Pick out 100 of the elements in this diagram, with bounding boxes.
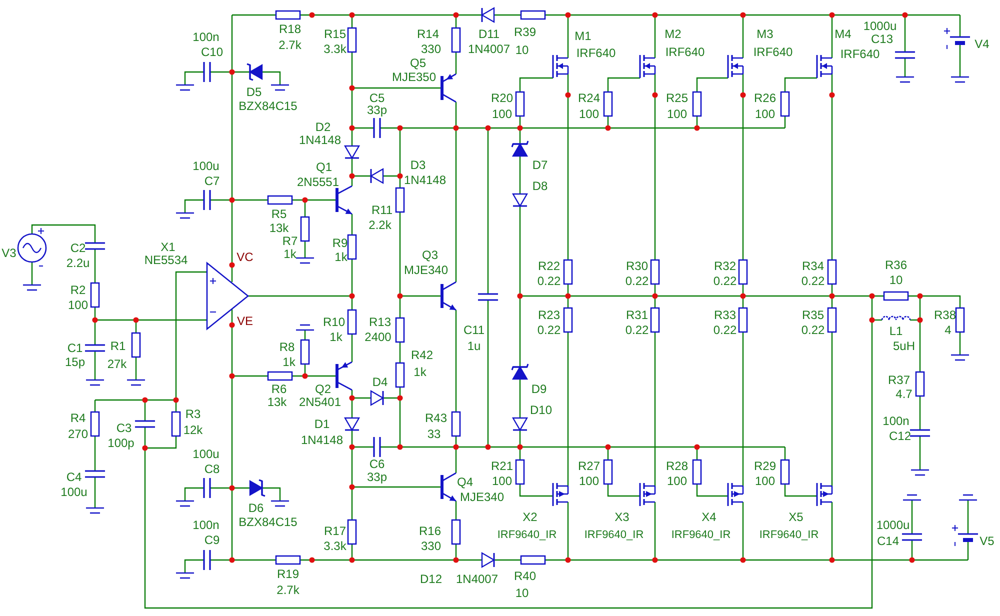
component-value: BZX84C15	[238, 516, 298, 528]
component-value: 0.22	[625, 275, 649, 287]
component-value: 0.22	[801, 324, 825, 336]
component-value: 1u	[467, 340, 481, 352]
component-value: 2N5401	[298, 396, 342, 408]
component-designator: R26	[754, 92, 776, 104]
component-value: 100	[492, 475, 512, 487]
component-designator: R2	[70, 284, 86, 296]
component-designator: V5	[980, 535, 994, 547]
component-value: 33p	[366, 104, 388, 116]
component-value: 15p	[64, 356, 86, 368]
component-designator: R32	[714, 260, 736, 272]
component-value: 0.22	[713, 324, 737, 336]
component-value: MJE350	[392, 71, 436, 83]
component-designator: C8	[204, 463, 220, 475]
component-value: 0.22	[537, 275, 561, 287]
component-designator: M4	[834, 28, 852, 40]
component-designator: R17	[324, 525, 346, 537]
component-designator: C13	[871, 33, 893, 45]
component-value: 2.2u	[66, 257, 90, 269]
component-designator: C5	[369, 92, 385, 104]
component-value: IRF9640_IR	[497, 529, 557, 541]
component-value: 33p	[366, 471, 388, 483]
component-designator: D4	[372, 376, 388, 388]
component-designator: Q1	[316, 161, 332, 173]
component-designator: R29	[754, 460, 776, 472]
component-value: 1N4148	[298, 134, 342, 146]
component-designator: R22	[538, 260, 560, 272]
component-value: 100n	[192, 519, 220, 531]
component-value: 270	[68, 428, 88, 440]
component-designator: D7	[532, 159, 548, 171]
component-value: 1000u	[863, 20, 897, 32]
component-designator: R10	[323, 316, 345, 328]
component-designator: C4	[66, 471, 82, 483]
component-designator: D11	[478, 28, 500, 40]
component-designator: V4	[974, 38, 990, 50]
component-value: 1k	[334, 251, 348, 263]
component-value: 100	[492, 108, 512, 120]
component-designator: R5	[271, 208, 287, 220]
component-designator: C7	[204, 175, 220, 187]
component-value: IRF9640_IR	[759, 529, 819, 541]
component-designator: R30	[626, 260, 648, 272]
component-designator: R39	[514, 26, 536, 38]
component-value: IRF640	[665, 46, 705, 58]
component-designator: C1	[67, 342, 83, 354]
component-value: 2.2k	[368, 219, 392, 231]
component-designator: M2	[664, 28, 682, 40]
component-value: 2.7k	[276, 584, 300, 596]
component-value: 1k	[330, 331, 342, 343]
component-value: 1k	[284, 248, 296, 260]
component-value: 100	[578, 475, 600, 487]
component-designator: R9	[332, 237, 348, 249]
component-value: 3.3k	[324, 43, 346, 55]
component-designator: R27	[578, 460, 600, 472]
component-designator: R24	[578, 92, 600, 104]
component-designator: D6	[248, 502, 264, 514]
component-designator: R28	[666, 460, 688, 472]
component-designator: C3	[116, 422, 132, 434]
component-designator: V3	[2, 247, 16, 259]
component-value: 0.22	[625, 324, 649, 336]
component-value: 10	[515, 44, 529, 56]
component-designator: D9	[531, 383, 547, 395]
component-designator: C14	[877, 535, 899, 547]
component-value: 100	[754, 475, 776, 487]
component-designator: C6	[369, 458, 385, 470]
component-designator: X5	[788, 511, 804, 523]
component-value: 33	[427, 428, 441, 440]
net-label: VE	[237, 315, 253, 327]
component-value: MJE340	[460, 491, 504, 503]
component-designator: R19	[277, 568, 299, 580]
component-designator: D5	[246, 86, 262, 98]
component-designator: X4	[702, 511, 716, 523]
component-value: 5uH	[893, 340, 915, 352]
component-designator: R25	[666, 92, 688, 104]
component-value: 0.22	[537, 324, 561, 336]
component-designator: Q3	[422, 249, 438, 261]
component-value: 10	[889, 274, 903, 286]
component-value: 100	[666, 108, 688, 120]
component-value: MJE340	[404, 264, 448, 276]
component-value: 10	[515, 587, 529, 599]
component-value: IRF9640_IR	[584, 529, 644, 541]
component-designator: R4	[70, 412, 86, 424]
component-value: 13k	[269, 222, 289, 234]
component-value: 100n	[192, 31, 220, 43]
component-designator: R33	[714, 309, 736, 321]
component-designator: R7	[282, 235, 298, 247]
component-designator: R36	[885, 259, 907, 271]
component-value: 100	[666, 475, 688, 487]
component-designator: M3	[756, 28, 774, 40]
component-value: 13k	[267, 396, 287, 408]
component-designator: M1	[574, 30, 592, 42]
component-designator: R37	[888, 374, 910, 386]
component-designator: X2	[522, 511, 538, 523]
component-value: 2.7k	[278, 39, 302, 51]
component-value: 2N5551	[296, 176, 340, 188]
component-value: IRF640	[840, 48, 880, 60]
component-designator: Q4	[457, 476, 473, 488]
component-value: 4	[944, 324, 952, 336]
component-designator: Q5	[410, 57, 426, 69]
component-designator: R14	[417, 28, 439, 40]
